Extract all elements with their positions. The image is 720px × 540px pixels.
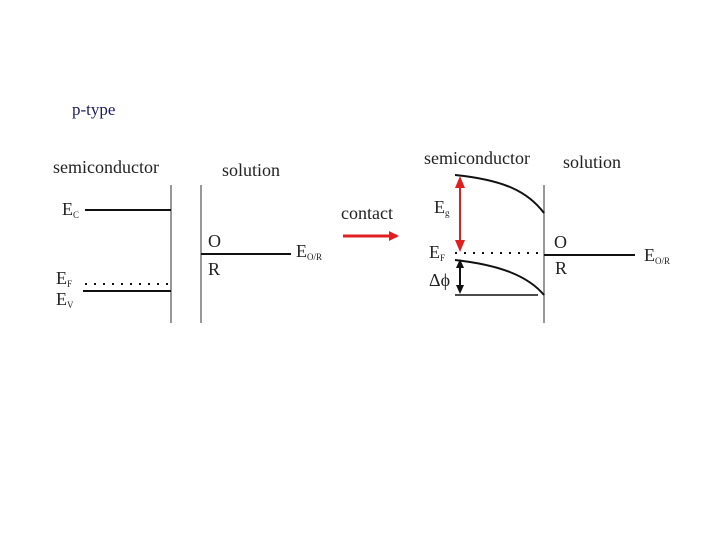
delta-phi-arrow-bottom (456, 285, 464, 294)
left-ev-label: EV (56, 289, 74, 310)
left-semiconductor-label: semiconductor (53, 157, 159, 177)
right-semiconductor-label: semiconductor (424, 148, 530, 168)
right-eg-label: Eg (434, 197, 450, 218)
slide-title: p-type (72, 100, 116, 119)
left-diagram: semiconductor solution EC EF EV O R EO/R (53, 157, 322, 323)
left-eor-label: EO/R (296, 241, 322, 262)
right-reduced-label: R (555, 258, 567, 278)
contact-transition: contact (341, 203, 399, 241)
left-ec-label: EC (62, 199, 79, 220)
right-eor-label: EO/R (644, 245, 670, 266)
left-solution-label: solution (222, 160, 280, 180)
delta-phi-arrow-top (456, 259, 464, 268)
right-diagram: semiconductor solution Eg EF Δϕ O R EO/R (424, 148, 670, 323)
band-gap-arrow-bottom (455, 240, 465, 252)
left-ef-label: EF (56, 268, 72, 289)
right-valence-band (454, 259, 545, 296)
left-reduced-label: R (208, 259, 220, 279)
band-gap-arrow-top (455, 176, 465, 188)
right-delta-phi-label: Δϕ (429, 270, 450, 290)
right-ef-label: EF (429, 242, 445, 263)
contact-label: contact (341, 203, 393, 223)
right-solution-label: solution (563, 152, 621, 172)
right-oxidized-label: O (554, 232, 567, 252)
left-oxidized-label: O (208, 231, 221, 251)
right-conduction-band (454, 174, 545, 214)
